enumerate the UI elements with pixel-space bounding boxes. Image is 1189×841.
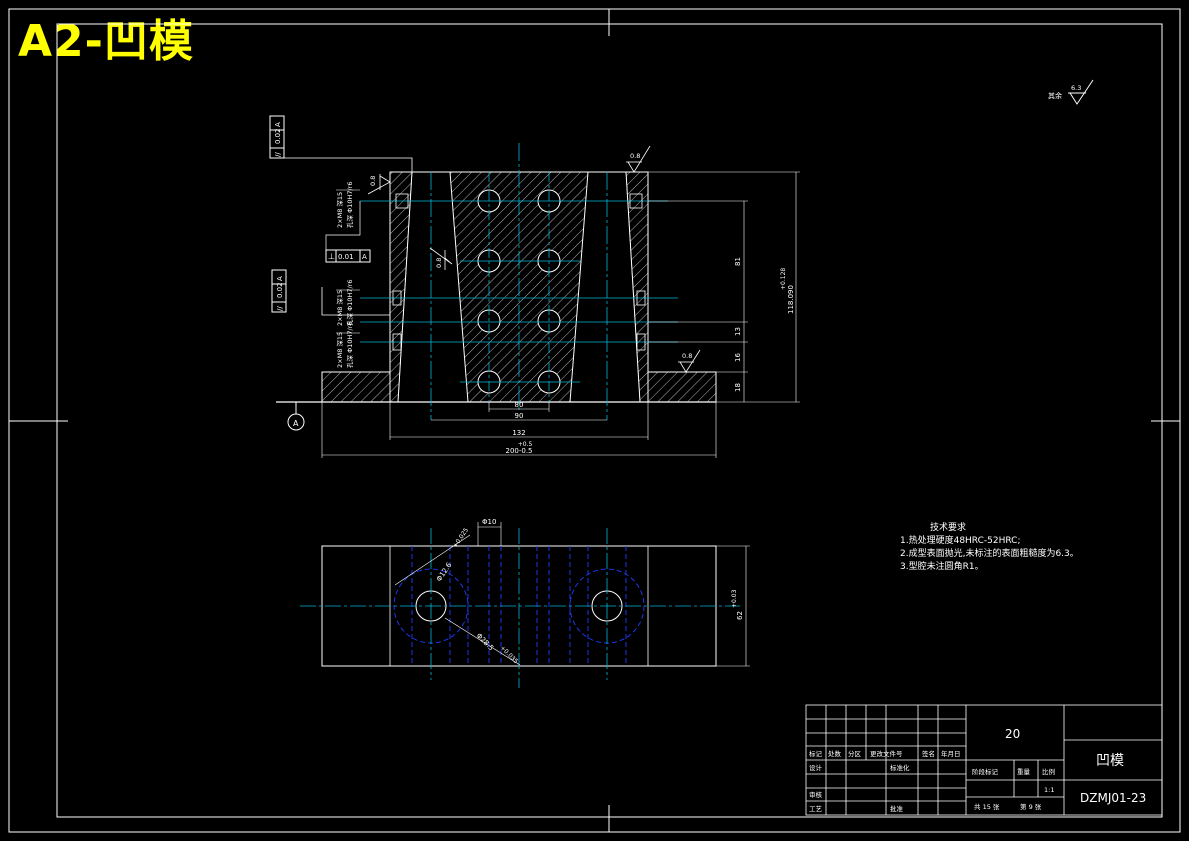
- tech-requirement-item: 1.热处理硬度48HRC-52HRC;: [900, 536, 1021, 546]
- hole-note: 2×M8 深15: [335, 192, 344, 228]
- tb-stage-label: 阶段标记: [972, 767, 999, 776]
- wall-screw-holes: [392, 193, 646, 351]
- tb-doc: 更改文件号: [870, 749, 903, 758]
- centering-marks: [9, 9, 1180, 832]
- tb-review: 审核: [809, 790, 823, 799]
- tech-requirements: 技术要求 1.热处理硬度48HRC-52HRC; 2.成型表面抛光,未标注的表面…: [900, 522, 1079, 574]
- dim-13: 13: [734, 327, 742, 336]
- front-view: 0.02 A // ⊥ 0.01 A 0.02 A //: [269, 115, 800, 458]
- tb-std: 标准化: [890, 763, 910, 772]
- gdt-top-symbol: //: [274, 152, 282, 157]
- tech-requirements-title: 技术要求: [930, 523, 967, 533]
- tb-count: 处数: [828, 749, 842, 758]
- tb-scale: 1:1: [1044, 786, 1054, 794]
- left-wall-section: [389, 171, 413, 403]
- dim-80: 80: [515, 401, 524, 409]
- top-view-dims: [394, 522, 750, 667]
- hole-note: 孔深 Φ10H7/r6: [345, 322, 354, 368]
- top-view: Φ10 Φ12.6 +0.025 Φ28.5 +0.035 62 +0.03: [300, 518, 750, 688]
- tb-process: 工艺: [809, 805, 823, 813]
- tb-weight-label: 重量: [1017, 768, 1031, 776]
- dim-118-tol: +0.128: [780, 268, 787, 290]
- dim-big-dia-tol: +0.035: [499, 644, 520, 665]
- front-horizontal-dims: [321, 402, 717, 458]
- roughness-other-symbol: 其余 6.3: [1048, 79, 1094, 105]
- roughness-other-label: 其余: [1048, 91, 1062, 100]
- dim-81: 81: [734, 257, 742, 266]
- gdt-top: 0.02 A //: [269, 115, 285, 159]
- hole-note: 2×M8 深15: [335, 332, 344, 368]
- roughness-inner: 0.8: [435, 258, 443, 268]
- tb-mark: 标记: [809, 749, 823, 758]
- tb-part-name: 凹模: [1096, 753, 1124, 769]
- right-flange: [647, 371, 717, 403]
- datum-a-marker: A: [287, 402, 305, 431]
- roughness-marks: [367, 145, 701, 373]
- dim-90: 90: [515, 412, 524, 420]
- dim-pin-dia: Φ12.6: [435, 561, 454, 583]
- dim-16: 16: [734, 353, 742, 362]
- gdt-mid-value: 0.01: [338, 253, 354, 261]
- hole-note: 孔深 Φ10H7/r6: [345, 182, 354, 228]
- hole-note: 2×M8 深15: [335, 290, 344, 326]
- dim-132: 132: [512, 429, 525, 437]
- roughness-other-value: 6.3: [1071, 84, 1081, 92]
- hole-note: 孔深 Φ10H7/r6: [345, 280, 354, 326]
- dim-118: 118.090: [787, 285, 795, 314]
- tb-scale-label: 比例: [1042, 767, 1055, 776]
- front-vertical-dims: [648, 171, 800, 403]
- tb-sheet-no: 第 9 张: [1020, 802, 1042, 811]
- dim-18: 18: [734, 383, 742, 392]
- dim-big-dia: Φ28.5: [475, 632, 496, 653]
- outer-border: [8, 8, 1181, 833]
- left-flange: [321, 371, 391, 403]
- gdt-top-datum: A: [274, 122, 282, 127]
- hole-notes: 2×M8 深15 孔深 Φ10H7/r6 2×M8 深15 孔深 Φ10H7/r…: [335, 182, 354, 368]
- gdt-low-value: 0.02: [276, 282, 284, 298]
- tb-date: 年月日: [941, 749, 961, 758]
- roughness-left-top: 0.8: [369, 176, 377, 186]
- datum-a-label: A: [293, 419, 299, 428]
- gdt-mid-datum: A: [362, 253, 367, 261]
- tb-sign: 签名: [922, 749, 935, 758]
- gdt-mid: ⊥ 0.01 A: [325, 201, 371, 263]
- dim-width-tol: +0.03: [731, 589, 738, 608]
- tech-requirement-item: 3.型腔未注圆角R1。: [900, 562, 984, 572]
- gdt-mid-symbol: ⊥: [328, 252, 335, 261]
- tech-requirement-item: 2.成型表面抛光,未标注的表面粗糙度为6.3。: [900, 549, 1079, 559]
- hole-note-leaders: [336, 189, 360, 334]
- tb-sheets-total: 共 15 张: [974, 802, 1000, 811]
- tb-approve: 批准: [890, 804, 904, 813]
- roughness-bottom-right: 0.8: [682, 352, 692, 360]
- title-block-text: 标记 处数 分区 更改文件号 签名 年月日 设计 标准化 审核 工艺 批准 20…: [809, 727, 1146, 813]
- tb-zone: 分区: [848, 749, 862, 758]
- gdt-low-symbol: //: [276, 306, 284, 311]
- tb-material: 20: [1005, 727, 1020, 741]
- dim-200-tol: +0.5: [518, 441, 533, 448]
- title-block: [805, 704, 1163, 816]
- gdt-low-datum: A: [276, 276, 284, 281]
- top-centerlines: [300, 528, 740, 688]
- gdt-top-value: 0.02: [274, 128, 282, 144]
- gdt-low: 0.02 A //: [271, 269, 287, 313]
- dim-200: 200-0.5: [505, 447, 532, 455]
- dim-hole-small: Φ10: [482, 518, 496, 526]
- dim-width: 62: [736, 611, 744, 620]
- front-centerlines: [360, 143, 678, 420]
- tb-design: 设计: [809, 763, 823, 772]
- inner-border: [56, 23, 1163, 818]
- roughness-top-right: 0.8: [630, 152, 640, 160]
- tb-drawing-no: DZMJ01-23: [1080, 791, 1146, 805]
- right-wall-section: [625, 171, 649, 403]
